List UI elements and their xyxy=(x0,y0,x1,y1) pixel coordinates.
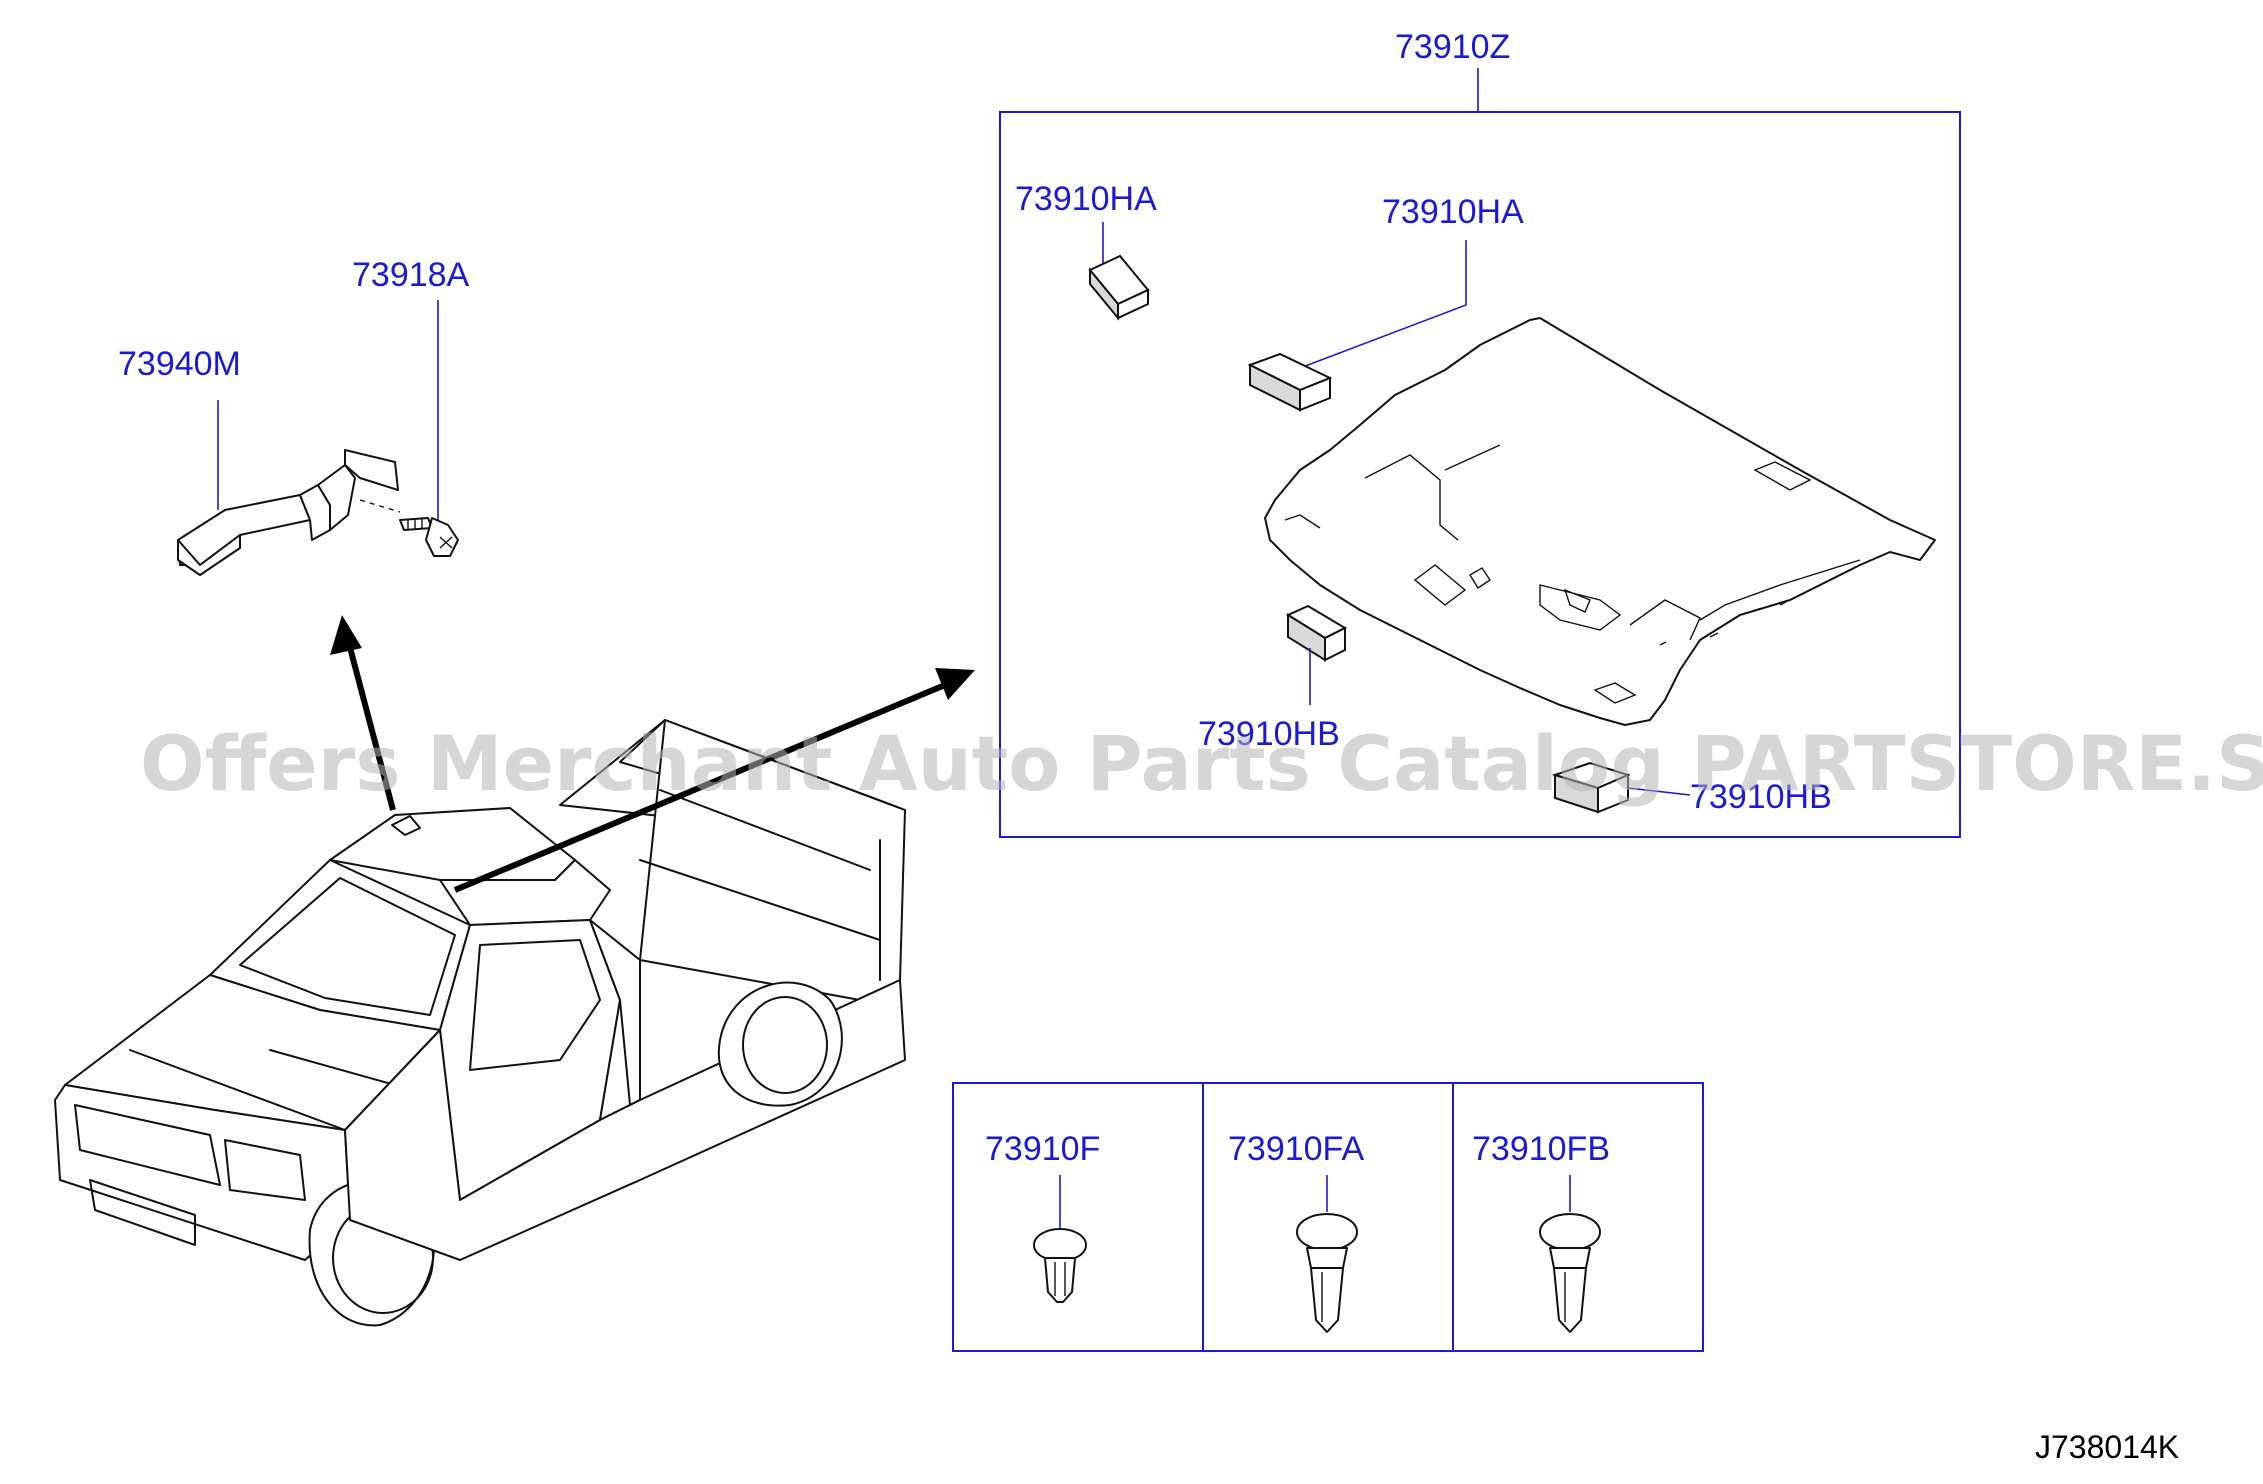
assist-grip-part-label[interactable]: 73940M xyxy=(118,345,241,383)
pickup-truck-illustration xyxy=(54,719,906,1327)
arrow-to-headlining xyxy=(453,668,975,893)
diagram-code: J738014K xyxy=(2035,1429,2179,1465)
screw-part-label[interactable]: 73918A xyxy=(352,256,470,294)
pad-ha-right-label[interactable]: 73910HA xyxy=(1382,193,1524,231)
clip-fb-icon[interactable] xyxy=(1539,1213,1601,1333)
headlining-panel-icon[interactable] xyxy=(1264,317,1936,726)
clip-fa-label[interactable]: 73910FA xyxy=(1228,1130,1364,1168)
watermark-text: Offers Merchant Auto Parts Catalog PARTS… xyxy=(140,719,2263,808)
pad-hb-right-leader xyxy=(1627,787,1691,796)
pad-hb-right-label[interactable]: 73910HB xyxy=(1690,778,1832,816)
pad-ha-right-icon[interactable] xyxy=(1247,352,1333,412)
clip-fb-label[interactable]: 73910FB xyxy=(1472,1130,1610,1168)
screw-icon[interactable] xyxy=(359,499,459,557)
assembly-part-label[interactable]: 73910Z xyxy=(1395,28,1510,66)
clip-fa-icon[interactable] xyxy=(1296,1213,1358,1333)
pad-hb-right-icon[interactable] xyxy=(1551,761,1631,814)
assembly-frame xyxy=(999,111,1961,838)
pad-ha-left-icon[interactable] xyxy=(1088,254,1150,321)
arrow-to-grip xyxy=(330,615,396,811)
clip-f-label[interactable]: 73910F xyxy=(985,1130,1100,1168)
assist-grip-icon[interactable] xyxy=(177,449,399,576)
clip-f-icon[interactable] xyxy=(1033,1228,1087,1303)
pad-hb-lower-icon[interactable] xyxy=(1285,604,1348,662)
pad-ha-right-leader xyxy=(1299,240,1467,369)
clips-table xyxy=(952,1082,1704,1352)
pad-ha-left-label[interactable]: 73910HA xyxy=(1015,180,1157,218)
pad-hb-lower-label[interactable]: 73910HB xyxy=(1198,715,1340,753)
